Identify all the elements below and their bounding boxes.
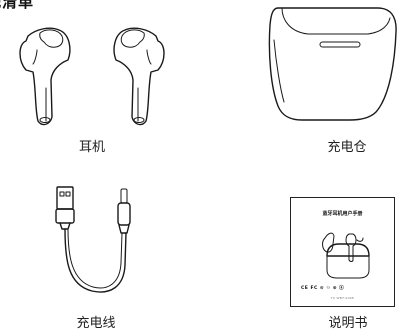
caption-manual: 说明书 <box>328 316 368 331</box>
charging-cable-illustration <box>55 186 131 293</box>
manual-footer: TX WBT-S00E <box>330 296 355 300</box>
charging-case-illustration <box>268 7 397 121</box>
left-earbud-icon <box>19 27 71 126</box>
caption-charging-cable: 充电线 <box>76 316 116 331</box>
section-title: 配清单 <box>0 0 35 11</box>
item-charging-cable <box>0 165 200 329</box>
item-earbuds <box>0 0 200 160</box>
item-charging-case <box>200 0 401 160</box>
manual-title: 蓝牙耳机用户手册 <box>322 211 363 217</box>
caption-earbuds: 耳机 <box>78 140 105 155</box>
manual-certification-marks: CE FC ⊙ ♲ ⊕ ⓐ <box>301 286 345 291</box>
caption-charging-case: 充电仓 <box>327 140 367 155</box>
user-manual: 蓝牙耳机用户手册 CE FC ⊙ ♲ ⊕ ⓐ TX WBT-S00E <box>290 197 395 307</box>
earbuds-illustration <box>19 27 165 126</box>
manual-earbud-icon <box>322 232 370 279</box>
right-earbud-icon <box>113 27 165 126</box>
